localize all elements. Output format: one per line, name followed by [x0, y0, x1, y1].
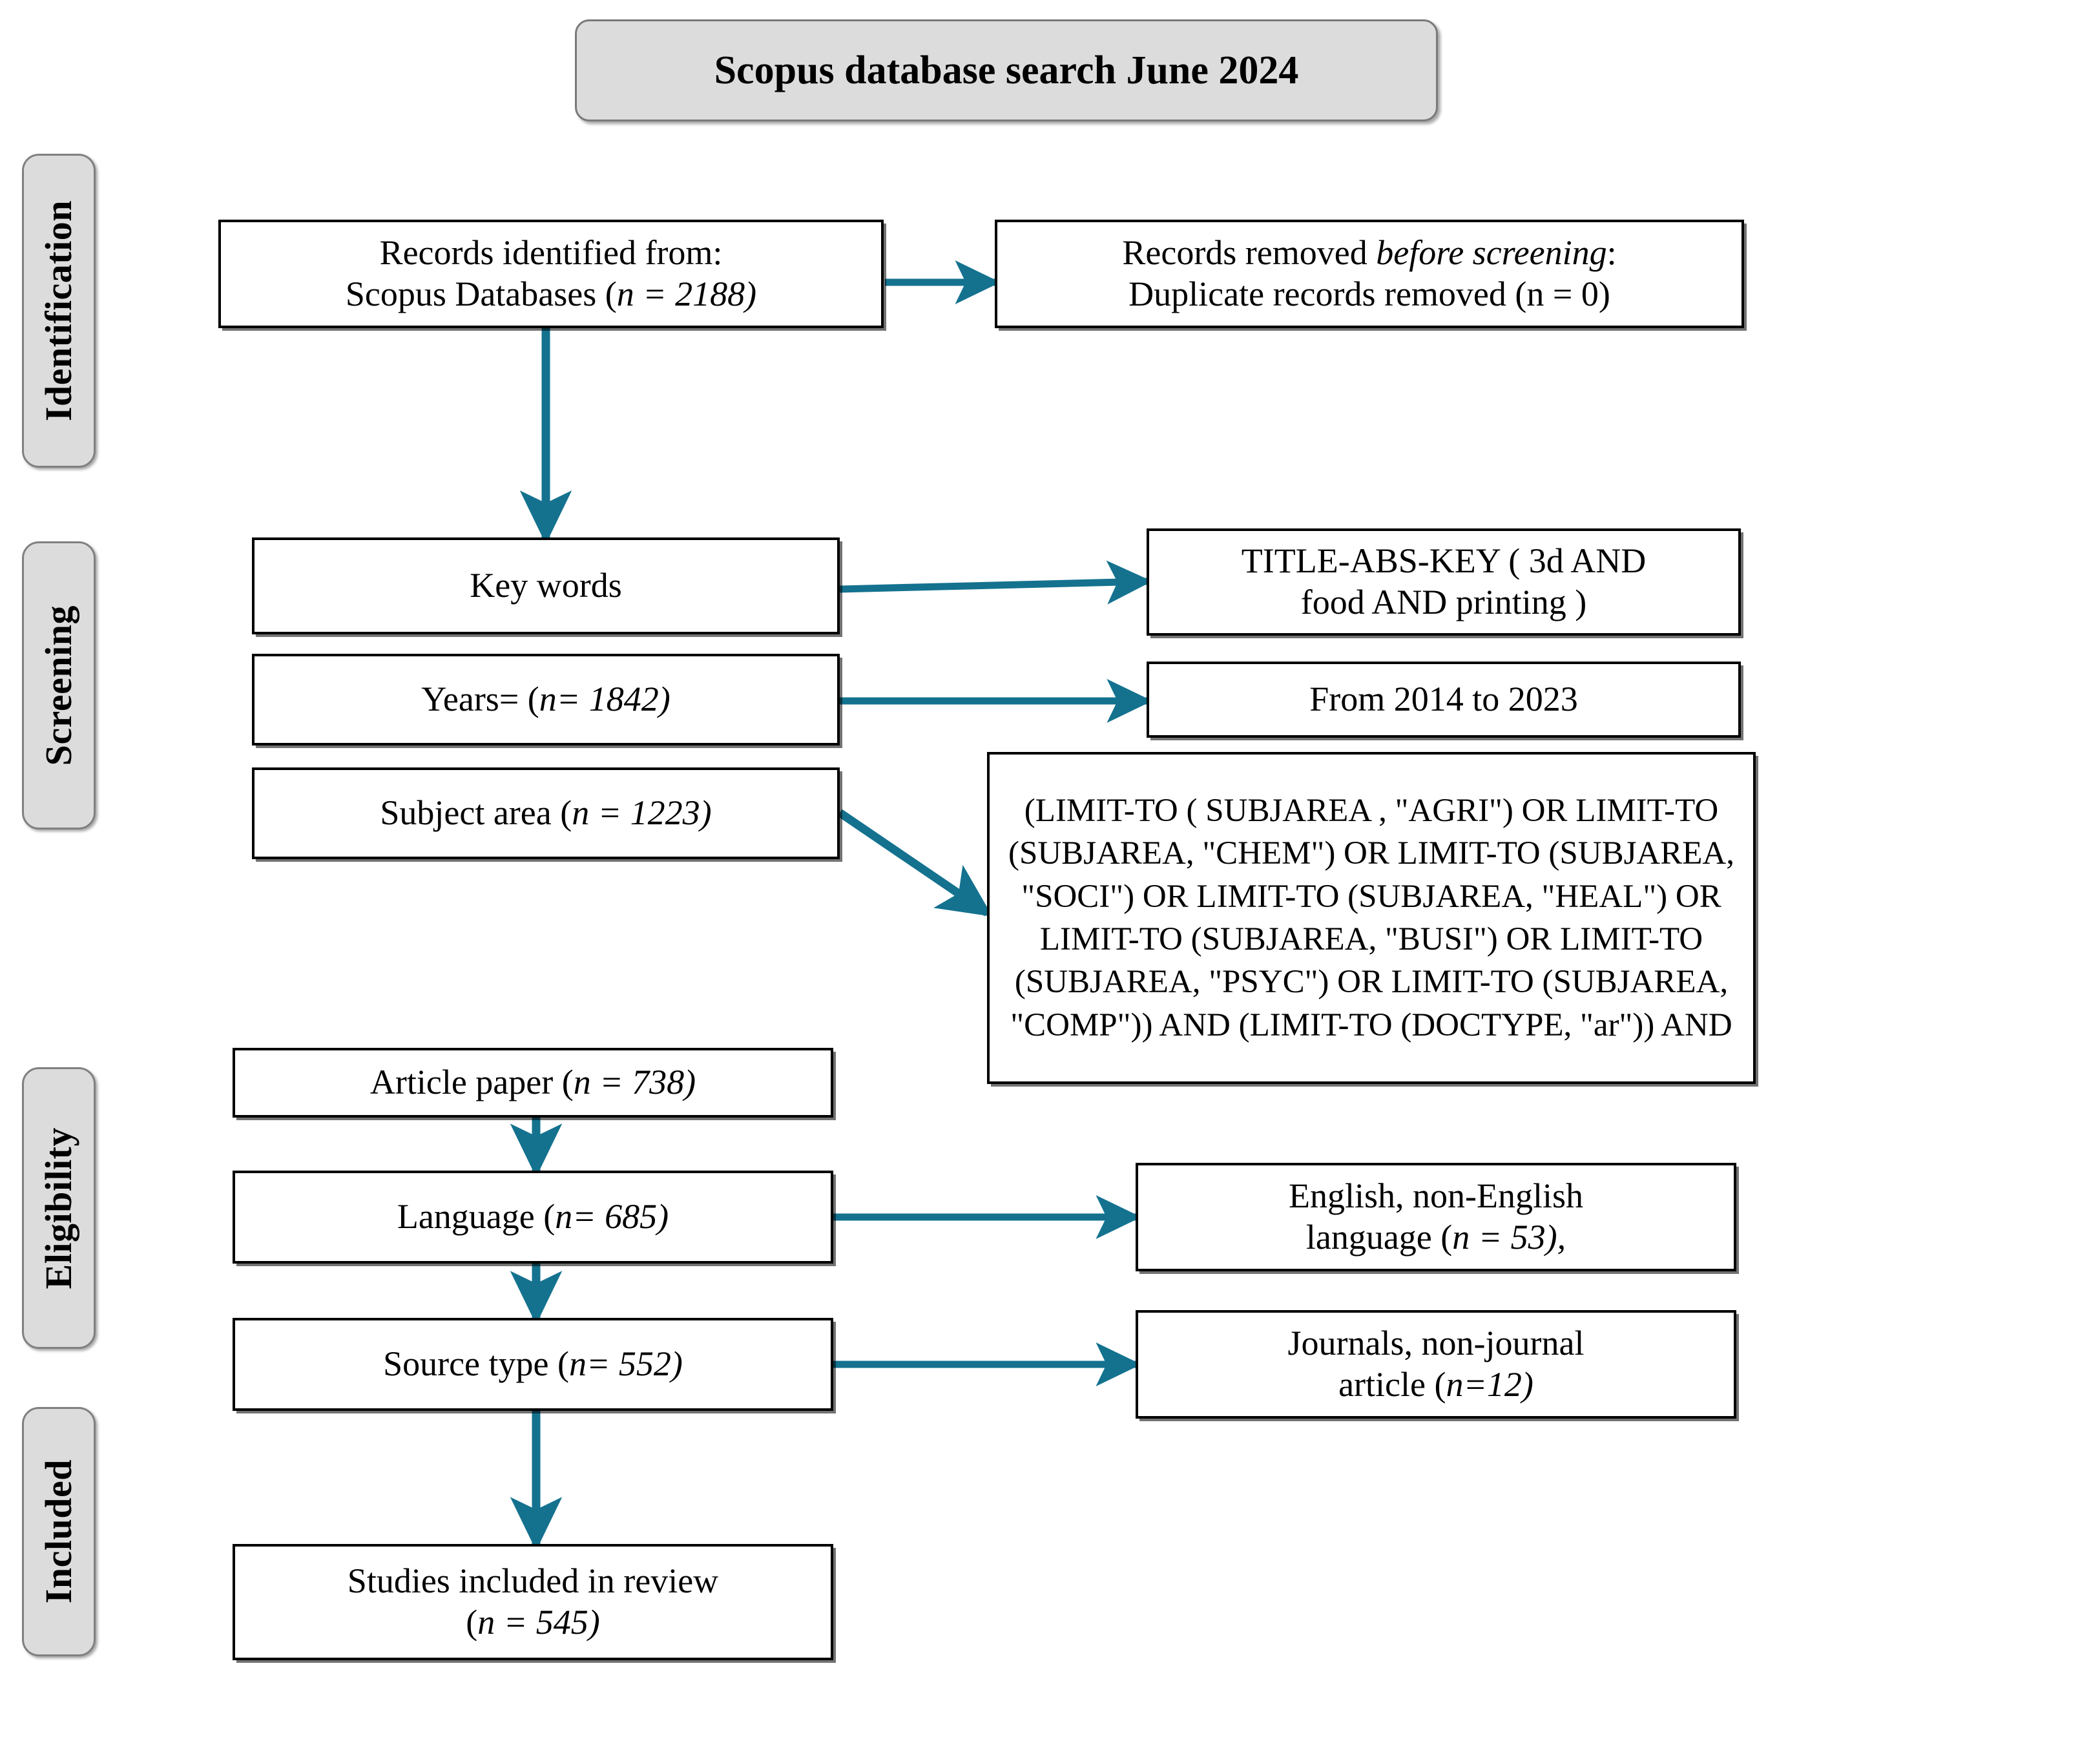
query-line-5: (SUBJAREA, "PSYC") OR LIMIT-TO (SUBJAREA…: [1014, 964, 1729, 1001]
key-words-text: Key words: [470, 566, 622, 605]
title-abs-key-line1: TITLE-ABS-KEY ( 3d AND: [1241, 541, 1647, 581]
box-article-paper: Article paper (n = 738): [233, 1048, 833, 1118]
box-key-words: Key words: [252, 537, 840, 634]
box-language: Language (n= 685): [233, 1171, 833, 1264]
box-subject-area: Subject area (n = 1223): [252, 767, 840, 859]
query-line-6: "COMP")) AND (LIMIT-TO (DOCTYPE, "ar")) …: [1010, 1006, 1732, 1043]
stage-label-included: Included: [37, 1459, 79, 1604]
language-detail-n: n: [1452, 1218, 1470, 1256]
subject-area-post: = 1223): [589, 793, 712, 833]
stage-label-eligibility: Eligibility: [37, 1127, 79, 1289]
query-line-2: (SUBJAREA, "CHEM") OR LIMIT-TO (SUBJAREA…: [1008, 835, 1735, 872]
arrow-keywords-to-query-string: [839, 560, 1152, 605]
records-removed-line2: Duplicate records removed (n = 0): [1128, 275, 1610, 313]
arrow-subject-area-to-query: [837, 809, 993, 917]
subject-area-n: n: [572, 793, 590, 833]
title-abs-key-line2: food AND printing ): [1300, 583, 1587, 621]
year-range-text: From 2014 to 2023: [1309, 680, 1578, 719]
records-removed-emphasis: before screening: [1376, 233, 1607, 273]
stage-chip-screening: Screening: [22, 541, 96, 829]
source-detail-n: n: [1446, 1365, 1464, 1404]
included-studies-line2-pre: (: [466, 1603, 478, 1642]
stage-chip-included: Included: [22, 1407, 96, 1656]
included-studies-line1: Studies included in review: [347, 1561, 719, 1601]
language-pre: Language (: [397, 1197, 556, 1236]
source-detail-line2-post: =12): [1463, 1365, 1533, 1404]
box-records-identified: Records identified from: Scopus Database…: [218, 220, 884, 328]
source-type-post: = 552): [586, 1344, 683, 1384]
box-included-studies: Studies included in review (n = 545): [233, 1544, 833, 1660]
years-pre: Years= (: [421, 680, 539, 719]
source-type-n: n: [568, 1344, 587, 1384]
box-language-detail: English, non-English language (n = 53),: [1136, 1163, 1736, 1271]
article-paper-n: n: [573, 1063, 591, 1102]
box-years: Years= (n= 1842): [252, 654, 840, 745]
box-title-abs-key: TITLE-ABS-KEY ( 3d AND food AND printing…: [1147, 528, 1741, 636]
records-identified-line2-pre: Scopus Databases (: [345, 275, 617, 313]
query-line-3: "SOCI") OR LIMIT-TO (SUBJAREA, "HEAL") O…: [1021, 878, 1721, 915]
years-post: = 1842): [556, 680, 671, 719]
included-studies-line2-post: = 545): [495, 1603, 600, 1642]
records-identified-n: n: [616, 275, 634, 313]
diagram-title-text: Scopus database search June 2024: [714, 48, 1299, 92]
stage-label-identification: Identification: [37, 200, 79, 422]
stage-chip-eligibility: Eligibility: [22, 1067, 96, 1349]
box-scopus-query: (LIMIT-TO ( SUBJAREA , "AGRI") OR LIMIT-…: [987, 752, 1756, 1084]
years-n: n: [539, 680, 557, 719]
language-post: = 685): [572, 1197, 669, 1236]
language-detail-line2-pre: language (: [1305, 1218, 1453, 1256]
language-detail-line2-post: = 53),: [1470, 1218, 1566, 1256]
box-year-range: From 2014 to 2023: [1147, 662, 1741, 738]
source-detail-line1: Journals, non-journal: [1287, 1324, 1585, 1363]
query-line-4: LIMIT-TO (SUBJAREA, "BUSI") OR LIMIT-TO: [1039, 921, 1703, 957]
language-detail-line1: English, non-English: [1289, 1176, 1583, 1216]
query-line-1: (LIMIT-TO ( SUBJAREA , "AGRI") OR LIMIT-…: [1024, 793, 1719, 829]
subject-area-pre: Subject area (: [380, 793, 572, 833]
source-type-pre: Source type (: [383, 1344, 569, 1384]
source-detail-line2-pre: article (: [1338, 1365, 1446, 1404]
records-identified-line1: Records identified from:: [379, 233, 723, 273]
stage-chip-identification: Identification: [22, 154, 96, 468]
stage-label-screening: Screening: [37, 605, 79, 766]
records-identified-line2-post: = 2188): [634, 275, 757, 313]
language-n: n: [555, 1197, 573, 1236]
box-source-type: Source type (n= 552): [233, 1318, 833, 1411]
article-paper-pre: Article paper (: [369, 1063, 574, 1102]
records-removed-line1-pre: Records removed: [1122, 233, 1377, 273]
box-records-removed: Records removed before screening: Duplic…: [995, 220, 1744, 328]
article-paper-post: = 738): [590, 1063, 696, 1102]
diagram-title-box: Scopus database search June 2024: [575, 19, 1438, 121]
included-studies-n: n: [477, 1603, 495, 1642]
box-source-detail: Journals, non-journal article (n=12): [1136, 1310, 1736, 1419]
records-removed-line1-post: :: [1606, 233, 1617, 273]
scopus-query-lines: (LIMIT-TO ( SUBJAREA , "AGRI") OR LIMIT-…: [1008, 789, 1734, 1047]
